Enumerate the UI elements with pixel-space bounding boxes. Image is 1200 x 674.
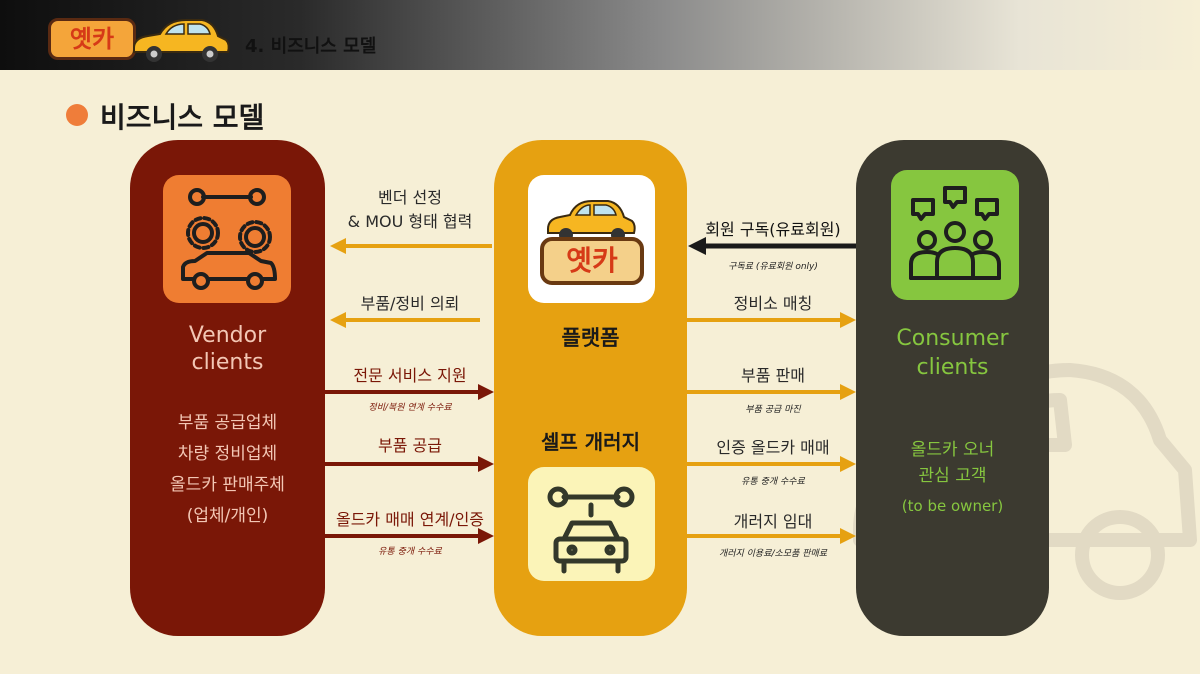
consumer-list: 올드카 오너 관심 고객 bbox=[856, 437, 1049, 489]
shop-matching-label: 정비소 매칭 bbox=[733, 294, 813, 313]
consumer-item: 올드카 오너 bbox=[910, 440, 995, 460]
parts-sales-label: 부품 판매 bbox=[741, 366, 805, 385]
parts-supply-label: 부품 공급 bbox=[378, 436, 442, 455]
platform-name: 플랫폼 bbox=[561, 326, 620, 350]
consumer-item: 관심 고객 bbox=[918, 466, 987, 486]
subscription-label: 회원 구독(유료회원) bbox=[705, 220, 841, 239]
pro-service-sub: 정비/복원 연계 수수료 bbox=[368, 403, 452, 413]
consumer-name: Consumer clients bbox=[856, 324, 1049, 382]
page-title: 비즈니스 모델 bbox=[100, 101, 265, 134]
vendor-item: 부품 공급업체 bbox=[177, 413, 278, 433]
consumer-name-line2: clients bbox=[916, 355, 989, 380]
platform-logo-tile: 옛카 bbox=[528, 175, 655, 303]
yellow-car-logo-icon bbox=[540, 200, 644, 285]
vendor-select-label: 벤더 선정 & MOU 형태 협력 bbox=[330, 186, 490, 234]
vendor-name-line1: Vendor bbox=[188, 323, 267, 348]
vendor-name: Vendor clients bbox=[130, 322, 325, 376]
vendor-select-line1: 벤더 선정 bbox=[378, 188, 442, 207]
header-logo-text: 옛카 bbox=[69, 25, 115, 53]
breadcrumb: 4. 비즈니스 모델 bbox=[245, 36, 377, 57]
certified-trade-sub: 유통 중개 수수료 bbox=[741, 477, 805, 487]
oldcar-trade-sub: 유통 중개 수수료 bbox=[378, 547, 442, 557]
platform-logo-text: 옛카 bbox=[566, 244, 618, 277]
header-logo: 옛카 bbox=[48, 18, 136, 60]
garage-tile bbox=[528, 467, 655, 581]
people-chat-icon bbox=[909, 186, 1001, 280]
certified-trade-label: 인증 올드카 매매 bbox=[716, 438, 830, 457]
consumer-name-line1: Consumer bbox=[896, 326, 1009, 351]
pro-service-label: 전문 서비스 지원 bbox=[353, 366, 467, 385]
garage-rental-sub: 개러지 이용료/소모품 판매료 bbox=[718, 549, 828, 559]
wrench-gears-car-icon bbox=[181, 188, 277, 290]
subscription-sub: 구독료 (유료회원 only) bbox=[728, 262, 818, 272]
consumer-sub: (to be owner) bbox=[901, 497, 1004, 515]
vendor-name-line2: clients bbox=[191, 350, 264, 375]
parts-repair-request-label: 부품/정비 의뢰 bbox=[360, 294, 460, 313]
vendor-item: 차량 정비업체 bbox=[177, 444, 278, 464]
parts-sales-sub: 부품 공급 마진 bbox=[745, 405, 801, 415]
title-bullet bbox=[66, 104, 88, 126]
vendor-item: (업체/개인) bbox=[186, 506, 269, 526]
vendor-tile bbox=[163, 175, 291, 303]
garage-name: 셀프 개러지 bbox=[541, 430, 640, 454]
garage-rental-label: 개러지 임대 bbox=[733, 512, 813, 531]
vendor-select-line2: & MOU 형태 협력 bbox=[347, 212, 473, 231]
consumer-tile bbox=[891, 170, 1019, 300]
vendor-list: 부품 공급업체 차량 정비업체 올드카 판매주체 (업체/개인) bbox=[130, 408, 325, 532]
wrench-car-icon bbox=[547, 486, 635, 574]
vendor-item: 올드카 판매주체 bbox=[170, 475, 285, 495]
oldcar-trade-label: 올드카 매매 연계/인증 bbox=[335, 510, 485, 529]
yellow-car-icon bbox=[133, 19, 230, 62]
